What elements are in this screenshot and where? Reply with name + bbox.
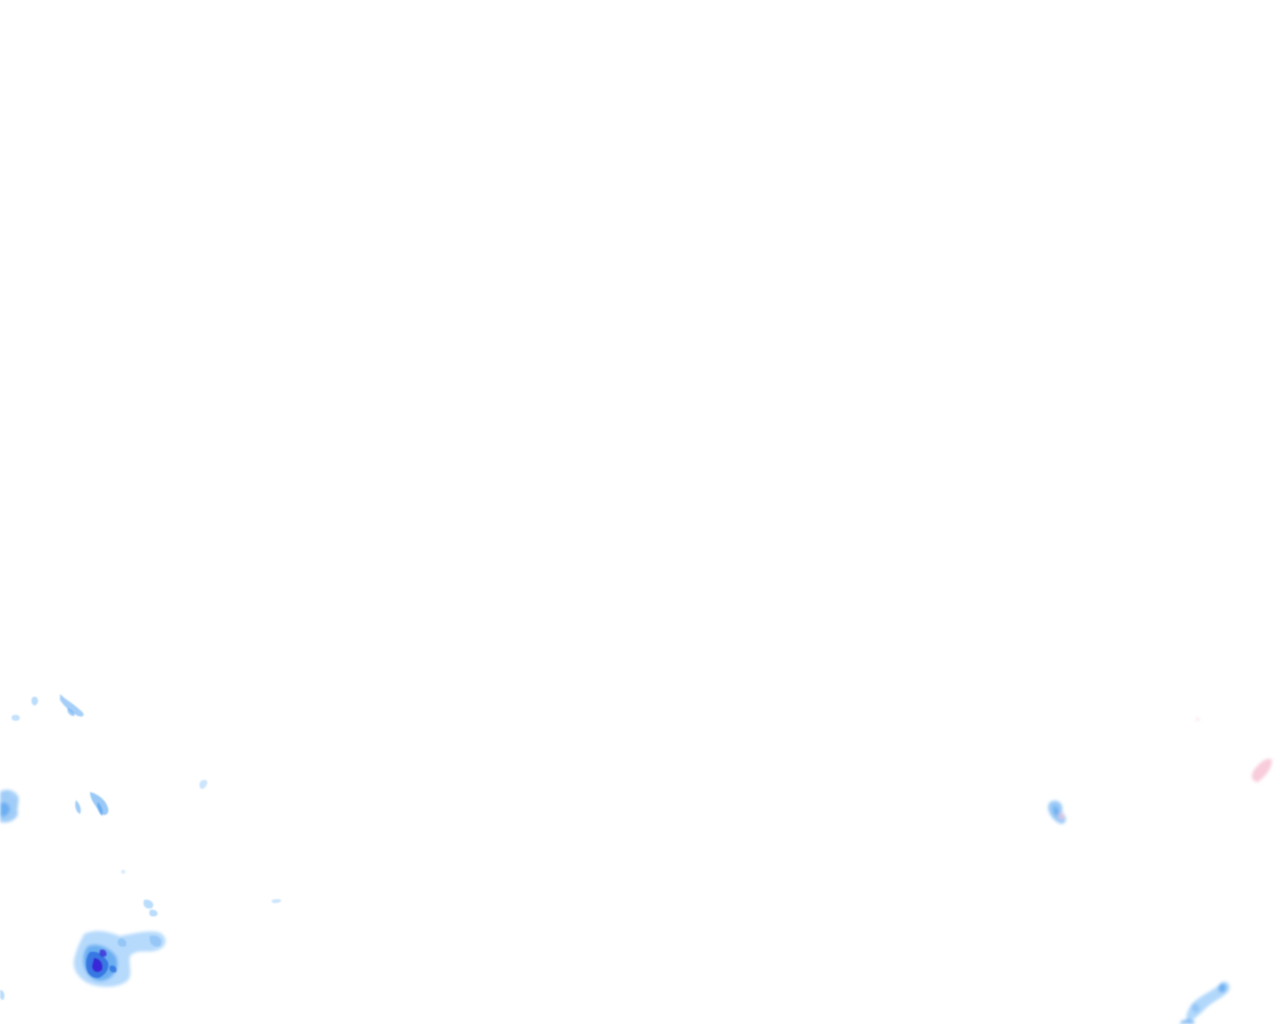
sleet-cell-east xyxy=(1195,717,1272,782)
precip-cell-east xyxy=(1048,800,1066,824)
precip-cell-southwest-main xyxy=(73,930,166,987)
precip-cell-south-scatter xyxy=(120,869,282,917)
precip-cell-west xyxy=(0,789,19,823)
precip-cell-far-southwest xyxy=(0,990,5,1000)
precip-cell-northwest xyxy=(11,694,84,721)
precip-cell-west-central xyxy=(75,779,208,816)
precip-cell-southeast xyxy=(1180,981,1230,1024)
